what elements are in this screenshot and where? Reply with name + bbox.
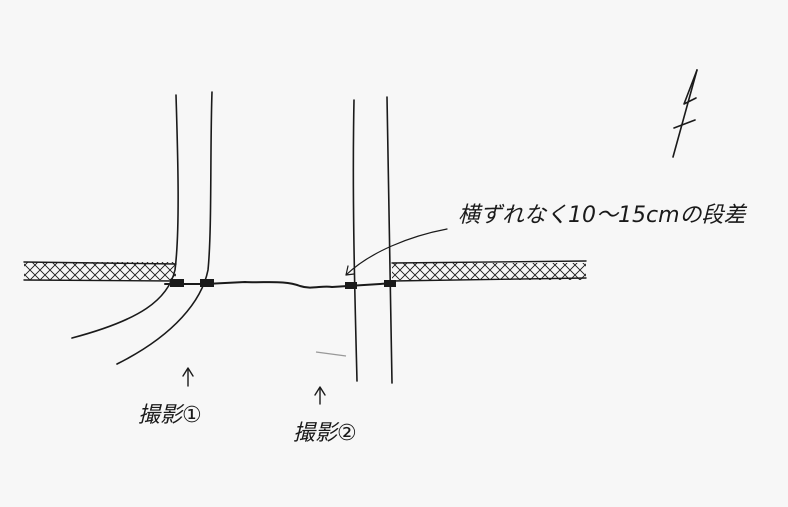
note-label: 横ずれなく10〜15cmの段差	[458, 203, 748, 228]
shot-1-marker: 撮影①	[138, 367, 202, 428]
ground-band-right	[391, 260, 587, 282]
shot-1-label: 撮影①	[138, 403, 202, 428]
north-label: N	[699, 83, 700, 85]
pencil-mark	[315, 351, 347, 357]
ground-band-left	[23, 261, 177, 282]
road-1	[71, 91, 214, 365]
shot-2-marker: 撮影②	[293, 386, 357, 446]
north-arrow-icon: N	[672, 69, 700, 158]
leader-arrow	[345, 228, 448, 276]
road-2	[345, 96, 396, 384]
shot-2-label: 撮影②	[293, 421, 357, 446]
fault-line	[164, 281, 396, 289]
